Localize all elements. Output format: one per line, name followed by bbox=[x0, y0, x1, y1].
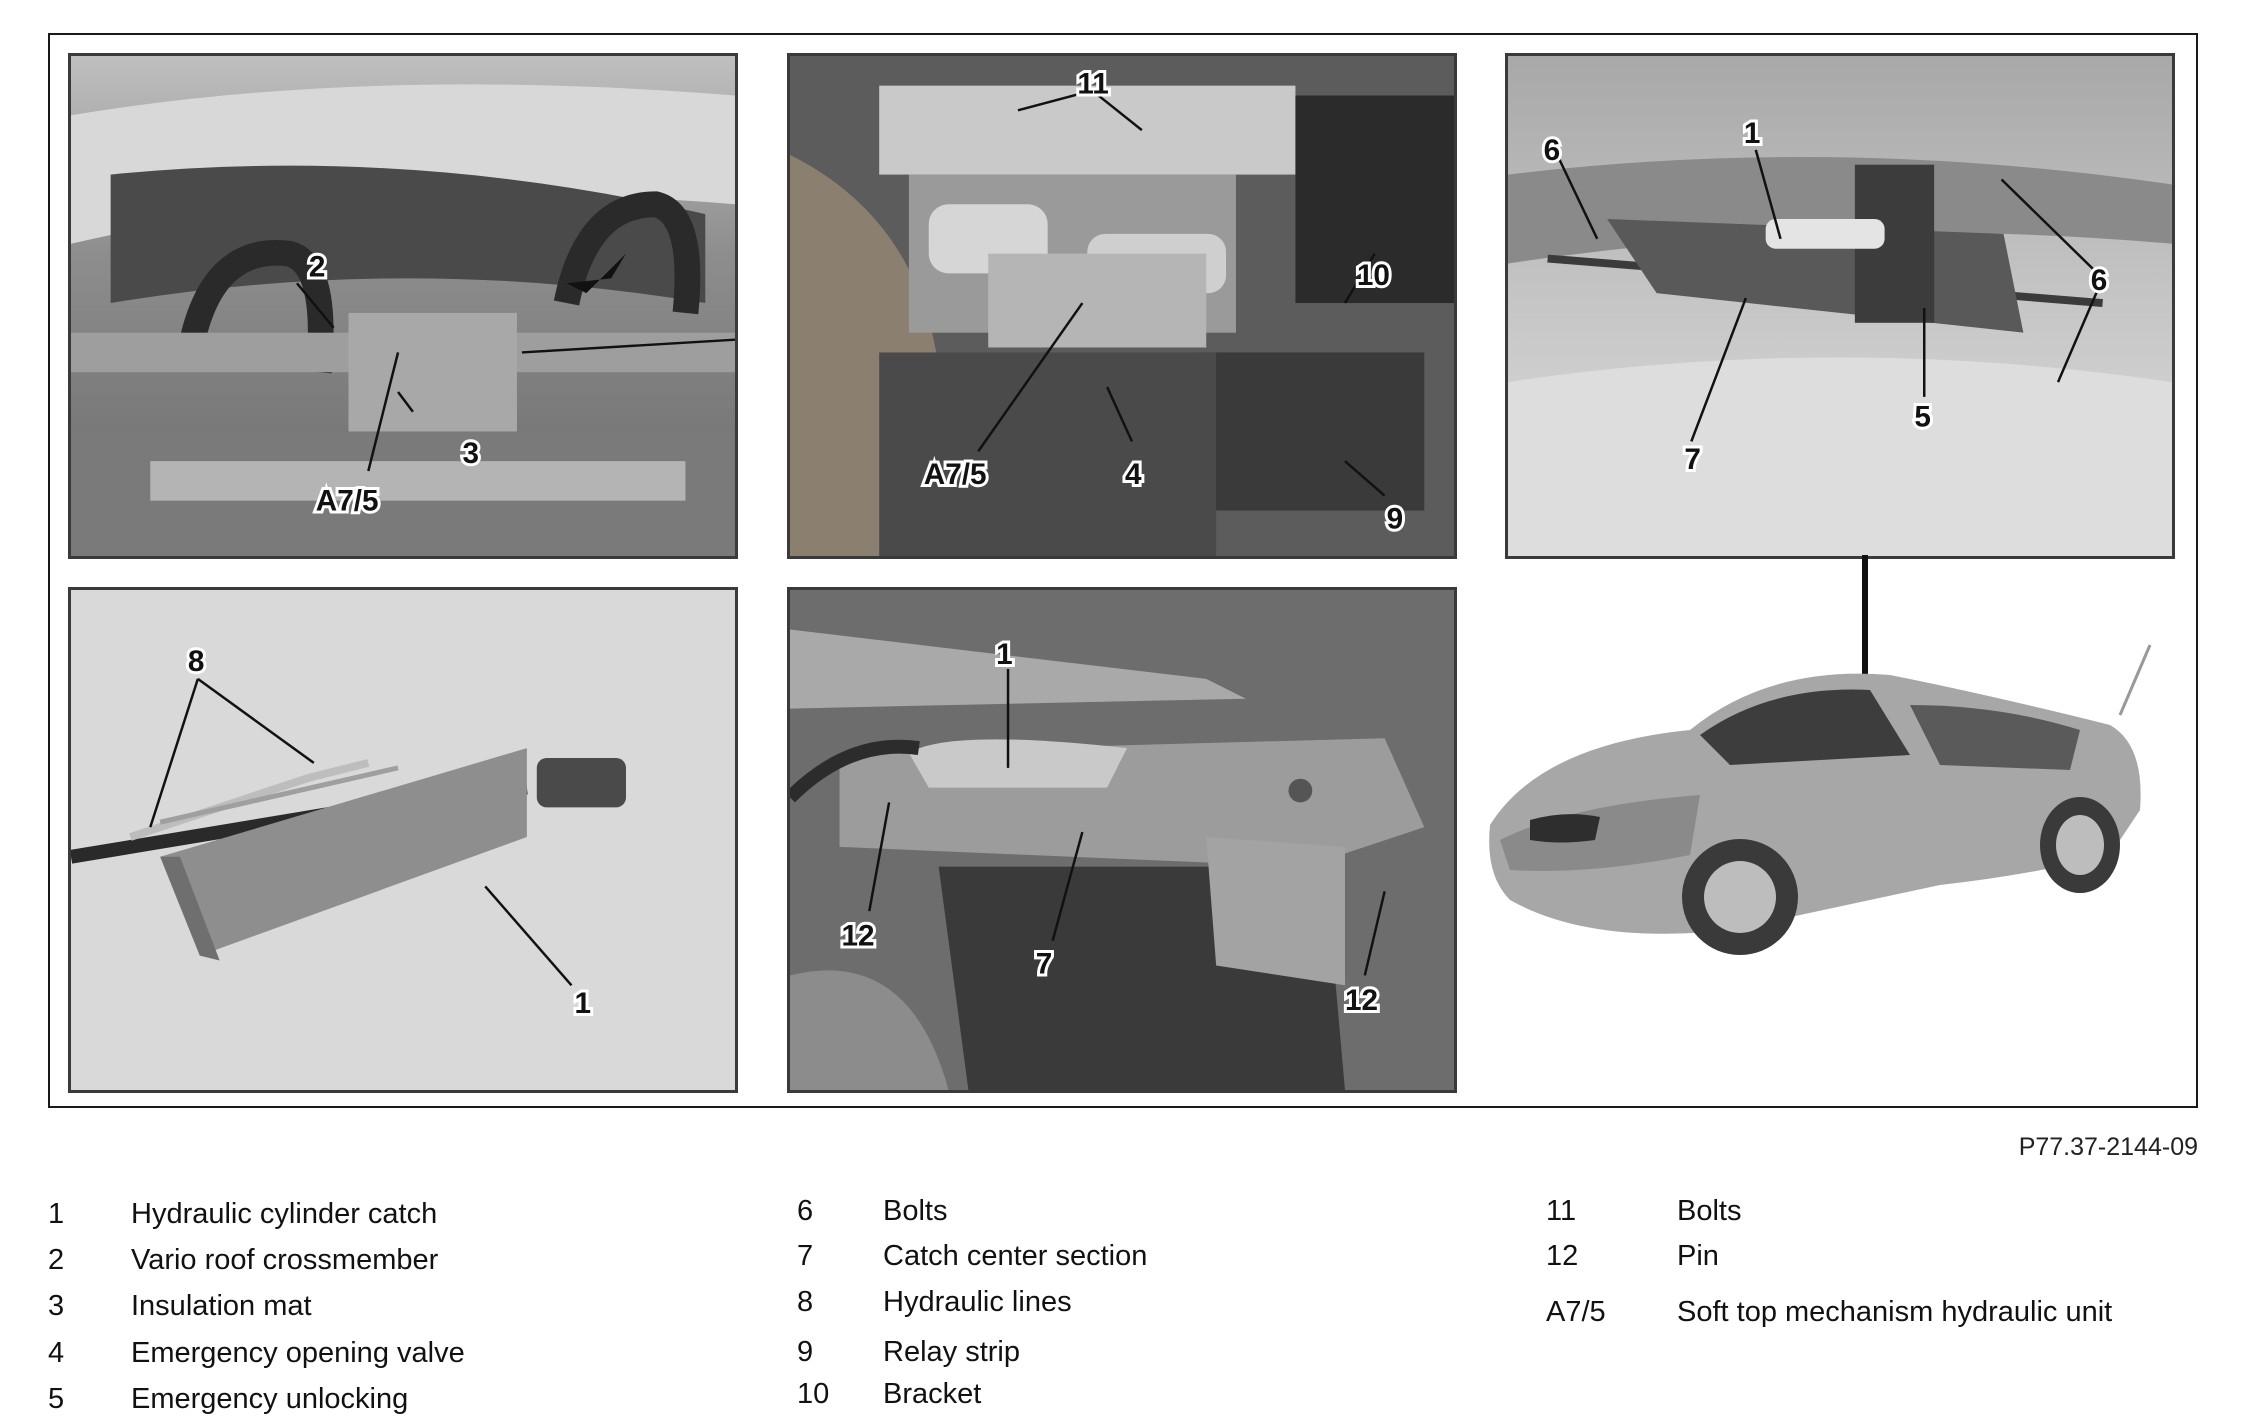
legend-desc: Emergency opening valve bbox=[131, 1337, 465, 1369]
callout-6: 6 bbox=[1544, 134, 1561, 167]
legend-num: 2 bbox=[48, 1244, 65, 1276]
callout-12: 12 bbox=[842, 920, 875, 953]
legend-num: 1 bbox=[48, 1198, 65, 1230]
callout-10: 10 bbox=[1357, 259, 1390, 292]
legend-num: 3 bbox=[48, 1290, 65, 1322]
legend-num: 9 bbox=[797, 1336, 814, 1368]
callout-7: 7 bbox=[1684, 443, 1701, 476]
callout-7-b: 7 bbox=[1036, 947, 1053, 980]
legend-desc: Bolts bbox=[1677, 1195, 1742, 1227]
legend-num: 10 bbox=[797, 1378, 830, 1410]
callout-9: 9 bbox=[1387, 502, 1404, 535]
legend-desc: Hydraulic cylinder catch bbox=[131, 1198, 438, 1230]
legend-num: 12 bbox=[1546, 1240, 1579, 1272]
photo-top-right: 6 1 6 5 7 bbox=[1505, 53, 2175, 559]
callout-1: 1 bbox=[1744, 117, 1761, 150]
figure-id: P77.37-2144-09 bbox=[2018, 1133, 2198, 1161]
callout-6-b: 6 bbox=[2091, 264, 2108, 297]
legend-desc: Emergency unlocking bbox=[131, 1383, 409, 1415]
callout-5: 5 bbox=[1914, 401, 1931, 434]
legend-num: 4 bbox=[48, 1337, 65, 1369]
callout-a7-5-b: A7/5 bbox=[924, 458, 987, 491]
legend-desc: Hydraulic lines bbox=[883, 1286, 1072, 1318]
callout-a7-5: A7/5 bbox=[316, 485, 379, 518]
legend-num: 11 bbox=[1546, 1195, 1577, 1227]
callout-2: 2 bbox=[309, 250, 326, 283]
figure-frame: 2 3 A7/5 11 10 A7/5 4 bbox=[48, 33, 2198, 1108]
legend-desc: Pin bbox=[1677, 1240, 1719, 1272]
callout-3: 3 bbox=[462, 437, 479, 470]
car-overview bbox=[1470, 555, 2190, 1095]
legend-desc: Relay strip bbox=[883, 1336, 1020, 1368]
callout-1-c: 1 bbox=[996, 638, 1013, 671]
legend-desc: Bracket bbox=[883, 1378, 982, 1410]
legend-desc: Insulation mat bbox=[131, 1290, 312, 1322]
callout-11: 11 bbox=[1077, 68, 1108, 101]
legend-num: A7/5 bbox=[1546, 1296, 1606, 1328]
callout-4: 4 bbox=[1125, 458, 1142, 491]
legend-desc: Vario roof crossmember bbox=[131, 1244, 439, 1276]
legend-num: 7 bbox=[797, 1240, 814, 1272]
legend-num: 8 bbox=[797, 1286, 814, 1318]
legend-num: 6 bbox=[797, 1195, 814, 1227]
photo-top-left: 2 3 A7/5 bbox=[68, 53, 738, 559]
callout-12-b: 12 bbox=[1345, 984, 1378, 1017]
legend-desc: Bolts bbox=[883, 1195, 948, 1227]
photo-bottom-middle: 1 12 7 12 bbox=[787, 587, 1457, 1093]
legend-desc: Catch center section bbox=[883, 1240, 1148, 1272]
callout-1-b: 1 bbox=[574, 987, 591, 1020]
photo-top-middle: 11 10 A7/5 4 9 bbox=[787, 53, 1457, 559]
legend-desc: Soft top mechanism hydraulic unit bbox=[1677, 1296, 2113, 1328]
photo-bottom-left: 8 1 bbox=[68, 587, 738, 1093]
legend-num: 5 bbox=[48, 1383, 65, 1415]
callout-8: 8 bbox=[188, 645, 205, 678]
